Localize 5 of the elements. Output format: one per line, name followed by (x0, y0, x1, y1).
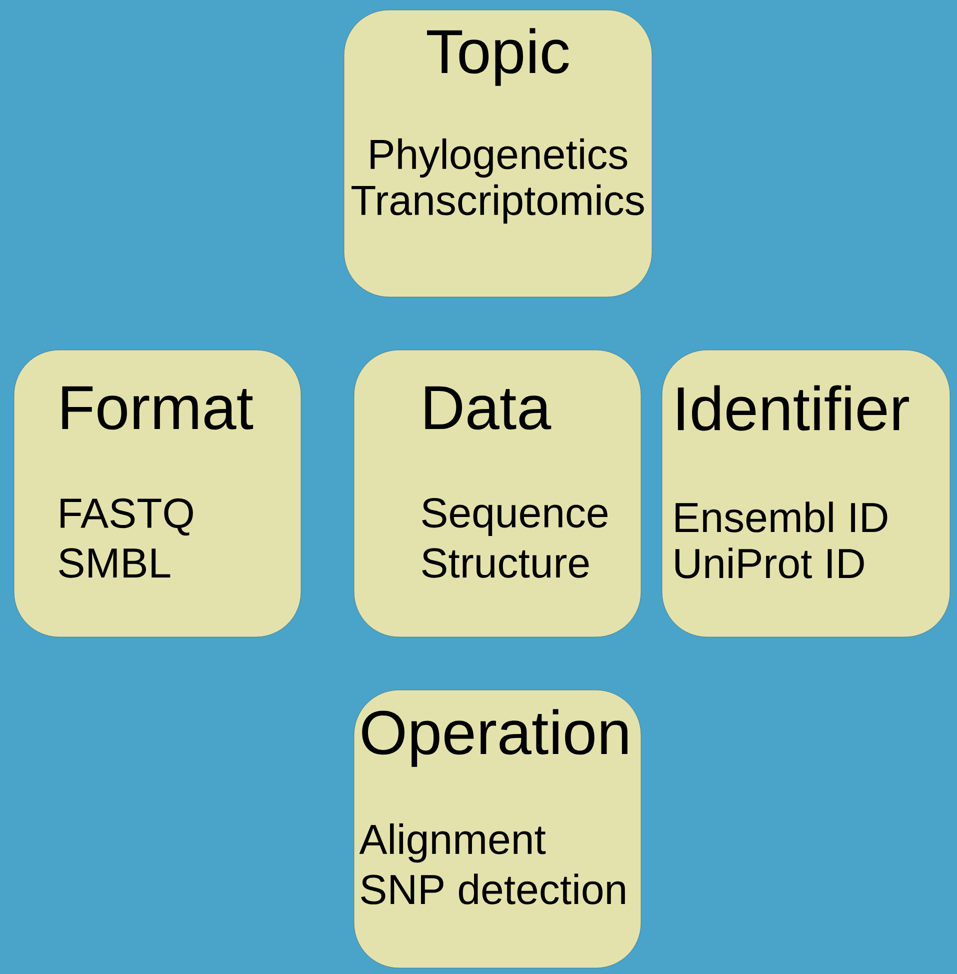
category-box: Topic Phylogenetics Transcriptomics (344, 10, 652, 298)
category-box: Data Sequence Structure (354, 350, 642, 638)
category-box: Identifier Ensembl ID UniProt ID (662, 350, 950, 638)
category-box: Format FASTQ SMBL (14, 350, 302, 638)
category-box: Operation Alignment SNP detection (354, 690, 642, 968)
